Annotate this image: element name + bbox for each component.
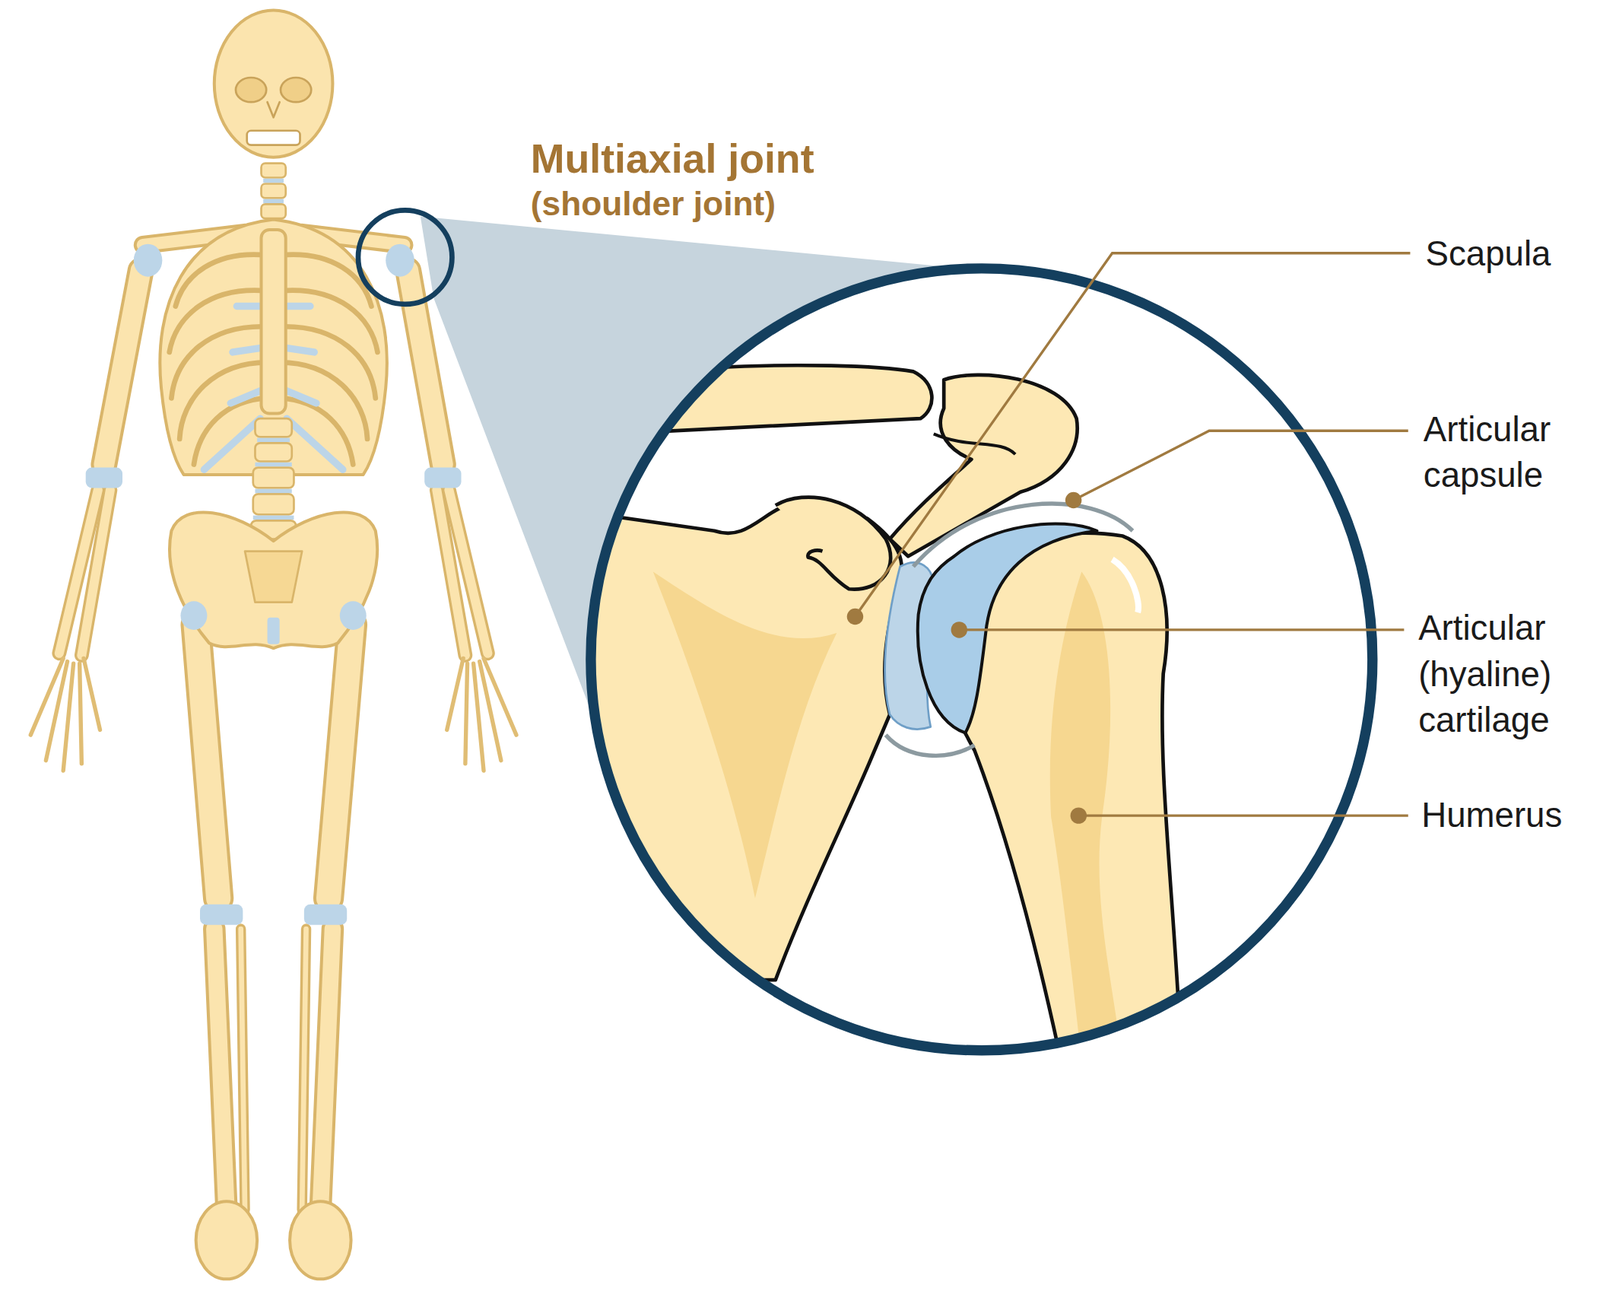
part-label: Humerus xyxy=(1421,791,1590,838)
part-label: Articular capsule xyxy=(1423,406,1592,499)
zoom-circle xyxy=(590,268,1373,1051)
leader-dots xyxy=(847,492,1087,824)
part-label: Scapula xyxy=(1425,230,1594,277)
subtitle: (shoulder joint) xyxy=(530,182,776,226)
skeleton xyxy=(30,9,517,1279)
shoulder-detail xyxy=(571,365,1181,1061)
focus-circle xyxy=(358,209,452,304)
leader-lines xyxy=(854,253,1410,816)
diagram-title: Multiaxial joint xyxy=(530,132,815,184)
part-label: Articular (hyaline) cartilage xyxy=(1418,605,1587,743)
zoom-ground xyxy=(590,268,1373,1051)
